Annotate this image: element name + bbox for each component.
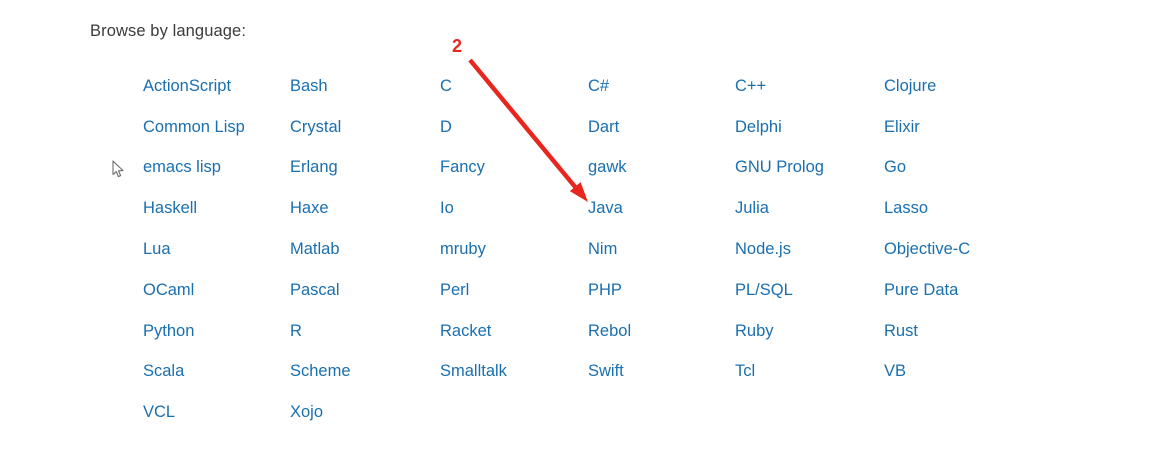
language-link-elixir[interactable]: Elixir bbox=[884, 117, 920, 136]
language-link-io[interactable]: Io bbox=[440, 199, 454, 218]
language-link-ruby[interactable]: Ruby bbox=[735, 321, 774, 340]
language-link-tcl[interactable]: Tcl bbox=[735, 362, 756, 381]
language-link-pure-data[interactable]: Pure Data bbox=[884, 280, 959, 299]
page-title: Browse by language: bbox=[90, 22, 246, 40]
language-link-d[interactable]: D bbox=[440, 117, 452, 136]
language-link-delphi[interactable]: Delphi bbox=[735, 117, 782, 136]
language-link-rebol[interactable]: Rebol bbox=[588, 321, 632, 340]
language-link-fancy[interactable]: Fancy bbox=[440, 158, 485, 177]
language-link-scheme[interactable]: Scheme bbox=[290, 362, 351, 381]
language-link-haskell[interactable]: Haskell bbox=[143, 199, 198, 218]
language-link-julia[interactable]: Julia bbox=[735, 199, 769, 218]
annotation-step-label: 2 bbox=[452, 36, 463, 56]
language-link-vcl[interactable]: VCL bbox=[143, 403, 176, 422]
language-link-rust[interactable]: Rust bbox=[884, 321, 918, 340]
language-link-haxe[interactable]: Haxe bbox=[290, 199, 329, 218]
language-link-java[interactable]: Java bbox=[588, 199, 623, 218]
language-link-matlab[interactable]: Matlab bbox=[290, 240, 340, 259]
language-link-bash[interactable]: Bash bbox=[290, 76, 328, 95]
language-link-c[interactable]: C# bbox=[588, 76, 610, 95]
language-link-python[interactable]: Python bbox=[143, 321, 195, 340]
language-link-xojo[interactable]: Xojo bbox=[290, 403, 324, 422]
language-link-r[interactable]: R bbox=[290, 321, 302, 340]
language-link-smalltalk[interactable]: Smalltalk bbox=[440, 362, 507, 381]
language-link-pl-sql[interactable]: PL/SQL bbox=[735, 280, 793, 299]
language-link-objective-c[interactable]: Objective-C bbox=[884, 240, 971, 259]
language-link-clojure[interactable]: Clojure bbox=[884, 76, 937, 95]
language-link-node-js[interactable]: Node.js bbox=[735, 240, 791, 259]
language-link-scala[interactable]: Scala bbox=[143, 362, 185, 381]
language-link-pascal[interactable]: Pascal bbox=[290, 280, 340, 299]
language-link-erlang[interactable]: Erlang bbox=[290, 158, 338, 177]
language-link-actionscript[interactable]: ActionScript bbox=[143, 76, 232, 95]
language-link-perl[interactable]: Perl bbox=[440, 280, 470, 299]
language-link-php[interactable]: PHP bbox=[588, 280, 622, 299]
language-link-go[interactable]: Go bbox=[884, 158, 907, 177]
language-link-ocaml[interactable]: OCaml bbox=[143, 280, 195, 299]
language-link-c[interactable]: C bbox=[440, 76, 452, 95]
language-link-emacs-lisp[interactable]: emacs lisp bbox=[143, 158, 221, 177]
language-link-gnu-prolog[interactable]: GNU Prolog bbox=[735, 158, 824, 177]
language-link-crystal[interactable]: Crystal bbox=[290, 117, 342, 136]
language-link-common-lisp[interactable]: Common Lisp bbox=[143, 117, 245, 136]
language-link-vb[interactable]: VB bbox=[884, 362, 907, 381]
language-link-gawk[interactable]: gawk bbox=[588, 158, 627, 177]
mouse-cursor-icon bbox=[112, 160, 124, 178]
language-link-swift[interactable]: Swift bbox=[588, 362, 624, 381]
language-link-dart[interactable]: Dart bbox=[588, 117, 620, 136]
language-link-lua[interactable]: Lua bbox=[143, 240, 171, 259]
language-link-racket[interactable]: Racket bbox=[440, 321, 492, 340]
language-link-mruby[interactable]: mruby bbox=[440, 240, 486, 259]
language-link-lasso[interactable]: Lasso bbox=[884, 199, 929, 218]
language-link-nim[interactable]: Nim bbox=[588, 240, 618, 259]
language-link-c[interactable]: C++ bbox=[735, 76, 767, 95]
